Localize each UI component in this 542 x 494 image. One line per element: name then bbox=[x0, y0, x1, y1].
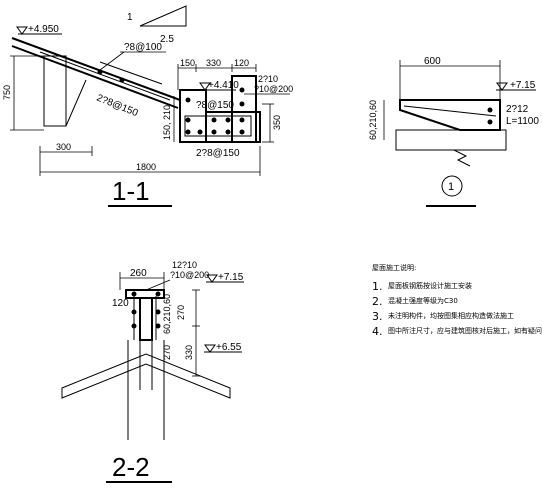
dim-260: 260 bbox=[130, 268, 147, 279]
beam-right bbox=[231, 75, 257, 143]
rebar-212: 2?12 bbox=[506, 104, 529, 115]
rebar-dot bbox=[119, 77, 125, 83]
dim-750: 750 bbox=[2, 85, 12, 100]
dim-150-210: 150, 210 bbox=[162, 105, 172, 140]
beam-web bbox=[139, 297, 153, 341]
level-mark bbox=[204, 344, 216, 353]
dim-350: 350 bbox=[272, 115, 282, 130]
detail-circle bbox=[441, 175, 463, 197]
dim-330: 330 bbox=[184, 345, 194, 360]
notes-title: 屋面施工说明: bbox=[372, 263, 416, 272]
note-1-num: 1. bbox=[372, 280, 383, 293]
rebar-top-bar: ?8@100 bbox=[124, 42, 162, 53]
level-mark bbox=[206, 274, 218, 283]
rebar-12-10: 12?10 bbox=[172, 260, 197, 270]
note-1-text: 屋面板钢筋按设计施工安装 bbox=[388, 281, 472, 290]
rebar-diag-bar: 2?8@150 bbox=[95, 93, 140, 120]
note-4-num: 4. bbox=[372, 325, 383, 338]
rebar-dot bbox=[97, 69, 103, 75]
dim-60-210-60: 60,210,60 bbox=[162, 294, 172, 334]
note-4-text: 图中所注尺寸，应与建筑图核对后施工，如有疑问及时联系 bbox=[388, 326, 542, 335]
note-3-num: 3. bbox=[372, 310, 383, 323]
slope-rise: 1 bbox=[127, 12, 133, 23]
level-715: +7.15 bbox=[218, 272, 244, 283]
wall-slope bbox=[65, 79, 87, 127]
slab-bottom-edge bbox=[11, 45, 179, 109]
dim-600: 600 bbox=[424, 56, 441, 67]
dim-1800: 1800 bbox=[136, 162, 156, 172]
dim-150: 150 bbox=[180, 58, 195, 68]
dim-120: 120 bbox=[112, 298, 129, 309]
dim-330: 330 bbox=[206, 58, 221, 68]
rebar-beam-stirrup: ?10@200 bbox=[254, 84, 293, 94]
note-2-text: 混凝土强度等级为C30 bbox=[388, 296, 458, 305]
construction-notes: 屋面施工说明: 1. 屋面板钢筋按设计施工安装 2. 混凝土强度等级为C30 3… bbox=[372, 263, 542, 338]
rebar-dot bbox=[487, 107, 493, 113]
rebar-dot bbox=[487, 119, 493, 125]
section-title-2-2: 2-2 bbox=[112, 452, 150, 482]
rebar-length: L=1100 bbox=[506, 116, 539, 127]
rebar-inner: ?8@150 bbox=[196, 100, 234, 111]
note-2-num: 2. bbox=[372, 295, 383, 308]
dim-heights: 60,210,60 bbox=[368, 100, 378, 140]
level-mark-top bbox=[16, 26, 28, 35]
slab-rebar bbox=[39, 51, 171, 101]
beam-rebars bbox=[185, 87, 245, 135]
dim-300: 300 bbox=[56, 142, 71, 152]
detail-mark: 1 bbox=[448, 181, 454, 193]
slab-base bbox=[395, 129, 507, 151]
level-mark bbox=[496, 82, 508, 91]
level-715: +7.15 bbox=[510, 80, 536, 91]
section-2-2: 260 12?10 ?10@200 +7.15 120 270 60,210,6… bbox=[61, 260, 244, 483]
level-655: +6.55 bbox=[216, 342, 242, 353]
slab-top-rebar bbox=[99, 61, 163, 85]
section-title-1-1: 1-1 bbox=[112, 176, 150, 206]
rebar-bottom: 2?8@150 bbox=[196, 148, 240, 159]
leader bbox=[145, 279, 171, 291]
beam-stirrup bbox=[184, 115, 252, 137]
roof-ridge bbox=[61, 353, 231, 399]
note-3-text: 未注明构件，均按图集相应构造做法施工 bbox=[388, 311, 514, 320]
section-1-1: 1 2.5 +4.950 ?8@100 2?8@150 bbox=[2, 5, 293, 207]
dim-120: 120 bbox=[234, 58, 249, 68]
rebar-stirrup: ?10@200 bbox=[170, 270, 209, 280]
slab-top-edge bbox=[11, 37, 181, 101]
dim-270b: 270 bbox=[162, 345, 172, 360]
rebar-beam-top: 2?10 bbox=[258, 74, 278, 84]
section-detail-circle: 600 +7.15 60,210,60 2?12 L=1100 1 bbox=[368, 56, 539, 207]
level-top: +4.950 bbox=[28, 24, 59, 35]
level-mark-mid bbox=[199, 82, 211, 91]
dim-270a: 270 bbox=[176, 305, 186, 320]
slope-run: 2.5 bbox=[160, 34, 174, 45]
slab-rebar bbox=[403, 105, 497, 117]
leader bbox=[99, 51, 125, 71]
level-mid: +4.410 bbox=[208, 80, 239, 91]
beam-rebars-2-2 bbox=[131, 291, 161, 329]
slope-triangle bbox=[139, 5, 187, 27]
wall-left bbox=[43, 55, 67, 127]
break-line bbox=[453, 149, 471, 167]
